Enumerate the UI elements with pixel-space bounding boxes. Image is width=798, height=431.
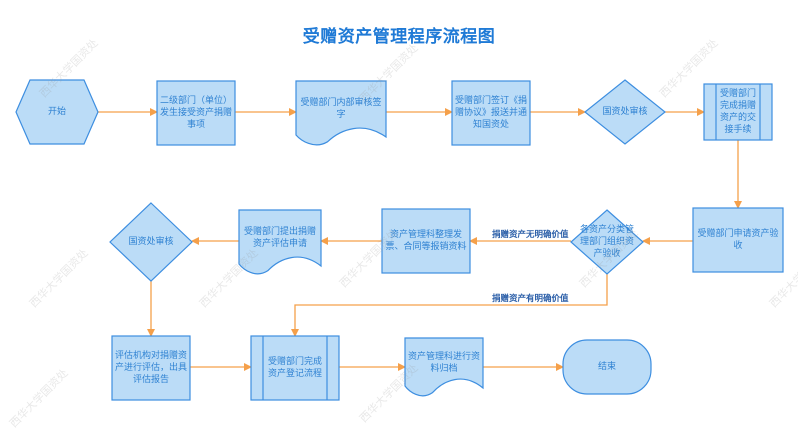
node-end-label: 结束 (597, 362, 616, 372)
node-n8-label: 评估机构对捐赠资产进行评估，出具评估报告 (115, 351, 188, 385)
node-n10-shape[interactable] (404, 337, 484, 397)
node-n3-label: 受赠部门签订《捐赠协议》报送并通知国资处 (455, 96, 528, 130)
node-d3-label: 国资处审核 (128, 237, 174, 247)
node-n4-shape[interactable] (703, 83, 773, 141)
node-n2-label: 受赠部门内部审核签字 (300, 98, 382, 120)
node-d2-shape[interactable] (570, 209, 644, 275)
node-n5-label: 受赠部门申请资产验收 (697, 229, 779, 251)
node-n4-label: 受赠部门完成捐赠资产的交接手续 (719, 89, 756, 135)
node-start-label: 开始 (47, 107, 66, 117)
node-n8-shape[interactable] (111, 335, 191, 401)
node-n9-shape[interactable] (250, 335, 340, 401)
node-n5-shape[interactable] (692, 207, 784, 273)
node-n9-label: 受赠部门完成资产登记流程 (267, 357, 322, 379)
node-n7-label: 受赠部门提出捐赠资产评估申请 (243, 227, 316, 249)
node-d2-label: 各资产分类管理部门组织资产验收 (579, 225, 634, 259)
node-n1-shape[interactable] (156, 80, 236, 146)
node-n6-label: 资产管理科整理发票、合同等报销资料 (385, 230, 467, 252)
edge-label-d2-to-n9: 捐赠资产有明确价值 (492, 294, 569, 304)
node-n3-shape[interactable] (451, 80, 531, 146)
node-n7-shape[interactable] (238, 209, 322, 275)
node-n1-label: 二级部门（单位）发生接受资产捐赠事项 (160, 96, 233, 130)
diagram-title: 受赠资产管理程序流程图 (302, 27, 496, 47)
node-n6-shape[interactable] (381, 208, 471, 274)
node-end-shape[interactable] (562, 339, 652, 395)
edge-label-d2-to-n6: 捐赠资产无明确价值 (492, 230, 569, 240)
node-d1-shape[interactable] (584, 79, 666, 145)
node-n10-label: 资产管理科进行资料归档 (408, 352, 481, 374)
node-d1-label: 国资处审核 (602, 107, 648, 117)
node-n2-shape[interactable] (295, 80, 387, 146)
edge-d2-to-n9 (291, 274, 608, 337)
flowchart-canvas (15, 79, 784, 401)
node-d3-shape[interactable] (109, 202, 193, 282)
node-start-shape[interactable] (15, 79, 99, 145)
